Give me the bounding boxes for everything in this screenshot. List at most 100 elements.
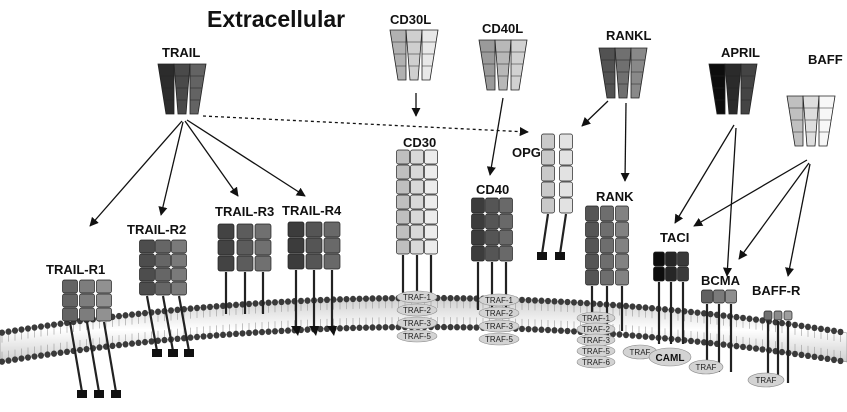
phospholipid-head xyxy=(526,326,532,332)
phospholipid-head xyxy=(305,326,311,332)
phospholipid-head xyxy=(539,298,545,304)
taci-adaptors: TRAFCAMLTRAFTRAF xyxy=(623,345,784,387)
phospholipid-head xyxy=(805,324,811,330)
phospholipid-head xyxy=(123,312,129,318)
phospholipid-head xyxy=(519,297,525,303)
label-april: APRIL xyxy=(721,45,760,60)
phospholipid-head xyxy=(383,295,389,301)
phospholipid-head xyxy=(12,356,18,362)
phospholipid-head xyxy=(825,327,831,333)
label-trail: TRAIL xyxy=(162,45,200,60)
traf-label: TRAF-1 xyxy=(403,293,432,302)
arrow-trail-r2 xyxy=(161,122,183,215)
phospholipid-head xyxy=(19,355,25,361)
label-opg: OPG xyxy=(512,145,541,160)
phospholipid-head xyxy=(805,353,811,359)
phospholipid-head xyxy=(519,326,525,332)
phospholipid-head xyxy=(194,334,200,340)
phospholipid-head xyxy=(740,315,746,321)
phospholipid-head xyxy=(155,309,161,315)
phospholipid-head xyxy=(305,297,311,303)
label-cd40l: CD40L xyxy=(482,21,523,36)
phospholipid-head xyxy=(376,295,382,301)
phospholipid-head xyxy=(32,353,38,359)
phospholipid-head xyxy=(233,331,239,337)
traf-label: TRAF-1 xyxy=(485,296,514,305)
phospholipid-head xyxy=(32,324,38,330)
cd30-receptor xyxy=(397,150,438,295)
phospholipid-head xyxy=(552,298,558,304)
phospholipid-head xyxy=(526,297,532,303)
phospholipid-head xyxy=(662,306,668,312)
phospholipid-head xyxy=(792,351,798,357)
phospholipid-head xyxy=(630,332,636,338)
taci-receptor xyxy=(654,252,689,344)
phospholipid-head xyxy=(272,328,278,334)
traf-label: TRAF-5 xyxy=(485,335,514,344)
phospholipid-head xyxy=(370,295,376,301)
phospholipid-head xyxy=(363,295,369,301)
phospholipid-head xyxy=(240,330,246,336)
phospholipid-head xyxy=(565,299,571,305)
phospholipid-head xyxy=(272,299,278,305)
phospholipid-head xyxy=(227,302,233,308)
phospholipid-head xyxy=(279,328,285,334)
phospholipid-head xyxy=(266,328,272,334)
traf-label: TRAF-2 xyxy=(582,325,611,334)
phospholipid-head xyxy=(123,341,129,347)
april-ligand xyxy=(709,64,757,114)
phospholipid-head xyxy=(38,323,44,329)
label-baff: BAFF xyxy=(808,52,843,67)
phospholipid-head xyxy=(643,304,649,310)
phospholipid-head xyxy=(799,352,805,358)
phospholipid-head xyxy=(51,321,57,327)
phospholipid-head xyxy=(623,332,629,338)
phospholipid-head xyxy=(175,336,181,342)
extracellular-label: Extracellular xyxy=(207,6,345,32)
phospholipid-head xyxy=(227,331,233,337)
traf-label: TRAF-5 xyxy=(582,347,611,356)
cd30l-ligand xyxy=(390,30,438,80)
phospholipid-head xyxy=(175,307,181,313)
phospholipid-head xyxy=(740,344,746,350)
arrow-rankl-rank xyxy=(625,103,626,181)
phospholipid-head xyxy=(142,339,148,345)
phospholipid-head xyxy=(45,322,51,328)
cd40-receptor xyxy=(472,198,513,310)
label-rank: RANK xyxy=(596,189,634,204)
traf-label: TRAF-3 xyxy=(582,336,611,345)
phospholipid-head xyxy=(734,314,740,320)
caml-label: CAML xyxy=(656,353,685,364)
phospholipid-head xyxy=(597,301,603,307)
phospholipid-head xyxy=(662,335,668,341)
phospholipid-head xyxy=(279,299,285,305)
phospholipid-head xyxy=(136,340,142,346)
phospholipid-head xyxy=(578,300,584,306)
phospholipid-head xyxy=(337,325,343,331)
arrow-baff-taci xyxy=(694,160,807,226)
opg-receptor xyxy=(537,134,573,260)
baff-r-receptor xyxy=(764,311,792,383)
phospholipid-head xyxy=(565,328,571,334)
phospholipid-head xyxy=(12,327,18,333)
phospholipid-head xyxy=(188,305,194,311)
label-trail-r1: TRAIL-R1 xyxy=(46,262,105,277)
label-taci: TACI xyxy=(660,230,689,245)
phospholipid-head xyxy=(812,325,818,331)
cd40l-ligand xyxy=(479,40,527,90)
phospholipid-head xyxy=(799,323,805,329)
phospholipid-head xyxy=(552,327,558,333)
phospholipid-head xyxy=(233,302,239,308)
phospholipid-head xyxy=(571,299,577,305)
phospholipid-head xyxy=(370,324,376,330)
traf-label: TRAF-6 xyxy=(582,358,611,367)
phospholipid-head xyxy=(838,358,844,364)
phospholipid-head xyxy=(45,351,51,357)
phospholipid-head xyxy=(51,350,57,356)
phospholipid-head xyxy=(617,331,623,337)
phospholipid-head xyxy=(246,330,252,336)
phospholipid-head xyxy=(298,298,304,304)
phospholipid-head xyxy=(708,311,714,317)
phospholipid-head xyxy=(357,325,363,331)
